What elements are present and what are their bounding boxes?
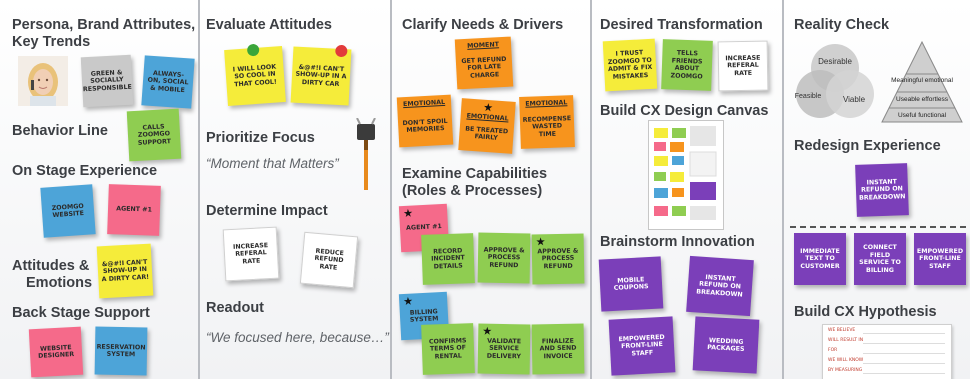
note-empowered-front-line: EMPOWERED FRONT-LINE STAFF — [914, 233, 966, 285]
column-persona: Persona, Brand Attributes, Key Trends GR… — [0, 0, 200, 379]
persona-heading: Persona, Brand Attributes, Key Trends — [12, 17, 196, 50]
attitudes-heading-line1: Attitudes & — [12, 258, 90, 274]
pyramid-label-meaningful: Meaningful emotional — [891, 77, 953, 84]
note-instant-refund: INSTANT REFUND ON BREAKDOWN — [686, 255, 754, 317]
note-cant-show-up: &@#!I CAN'T SHOW-UP IN A DIRTY CAR! — [96, 243, 154, 299]
persona-photo — [18, 56, 68, 106]
binder-clip-icon — [356, 118, 376, 190]
reality-heading: Reality Check — [794, 17, 890, 33]
star-icon: ★ — [482, 100, 494, 115]
pyramid-label-useful: Useful functional — [898, 112, 947, 119]
hypothesis-line-4: WE WILL KNOW — [828, 358, 864, 363]
brainstorm-heading: Brainstorm Innovation — [600, 234, 755, 250]
note-zoomgo-website: ZOOMGO WEBSITE — [40, 184, 96, 238]
hypothesis-form: WE BELIEVE WILL RESULT IN FOR WE WILL KN… — [822, 324, 952, 379]
note-website-designer: WEBSITE DESIGNER — [28, 326, 84, 378]
hypothesis-line-1: WE BELIEVE — [828, 328, 856, 333]
venn-label-desirable: Desirable — [818, 57, 852, 66]
attitudes-heading-line2: Emotions — [26, 275, 93, 291]
note-validate-service: ★ VALIDATE SERVICE DELIVERY — [477, 323, 531, 375]
approve-refund-2-text: APPROVE & PROCESS REFUND — [537, 247, 579, 271]
treated-fairly-text: BE TREATED FAIRLY — [465, 125, 509, 142]
note-immediate-text: IMMEDIATE TEXT TO CUSTOMER — [794, 233, 846, 285]
venn-diagram: Desirable Feasible Viable — [795, 44, 874, 118]
note-connect-field-service: CONNECT FIELD SERVICE TO BILLING — [854, 233, 906, 285]
pyramid-diagram: Meaningful emotional Useable effortless … — [881, 40, 963, 123]
note-wedding-packages: WEDDING PACKAGES — [692, 316, 760, 374]
billing-system-text: BILLING SYSTEM — [409, 307, 439, 324]
note-instant-refund-redesign: INSTANT REFUND ON BREAKDOWN — [855, 163, 909, 217]
star-icon: ★ — [402, 206, 414, 221]
hypothesis-line-2: WILL RESULT IN — [828, 338, 864, 343]
readout-quote: “We focused here, because…” — [206, 330, 389, 345]
note-confirms-terms: CONFIRMS TERMS OF RENTAL — [421, 323, 475, 375]
moment-tag: MOMENT — [467, 41, 500, 50]
note-calls-support: CALLS ZOOMGO SUPPORT — [126, 108, 182, 162]
hypothesis-line-3: FOR — [828, 348, 838, 353]
emotional-tag-2: EMOTIONAL — [466, 112, 509, 123]
star-icon: ★ — [482, 324, 493, 338]
note-recompense: EMOTIONAL RECOMPENSE WASTED TIME — [519, 95, 575, 149]
note-increase-referal: INCREASE REFERAL RATE — [222, 226, 280, 282]
validate-service-text: VALIDATE SERVICE DELIVERY — [486, 337, 522, 361]
desired-heading: Desired Transformation — [600, 17, 763, 33]
note-tells-friends: TELLS FRIENDS ABOUT ZOOMGO — [661, 39, 713, 91]
note-reservation-system: RESERVATION SYSTEM — [94, 326, 148, 376]
emotional-tag-1: EMOTIONAL — [402, 98, 446, 109]
note-record-incident: RECORD INCIDENT DETAILS — [421, 233, 475, 285]
examine-heading-line1: Examine Capabilities — [402, 166, 548, 182]
note-dont-spoil: EMOTIONAL DON'T SPOIL MEMORIES — [396, 94, 454, 148]
dashed-divider — [790, 226, 966, 228]
note-always-on: ALWAYS-ON, SOCIAL & MOBILE — [141, 55, 195, 109]
prioritize-heading: Prioritize Focus — [206, 130, 315, 146]
note-reduce-refund: REDUCE REFUND RATE — [299, 231, 359, 289]
note-dirty-car: &@#!I CAN'T SHOW-UP IN A DIRTY CAR — [290, 44, 352, 106]
note-green-socially-responsible: GREEN & SOCIALLY RESPONSIBLE — [80, 54, 134, 108]
dont-spoil-text: DON'T SPOIL MEMORIES — [402, 117, 448, 134]
column-reality: Reality Check Desirable Feasible Viable … — [784, 0, 970, 379]
impact-heading: Determine Impact — [206, 203, 328, 219]
star-icon: ★ — [535, 235, 546, 249]
note-approve-refund-2: ★ APPROVE & PROCESS REFUND — [531, 233, 585, 285]
note-look-so-cool: I WILL LOOK SO COOL IN THAT COOL! — [224, 43, 286, 106]
pyramid-label-useable: Useable effortless — [896, 96, 949, 103]
pushpin-green-icon — [246, 43, 260, 57]
note-increase-referal-rate: INCREASE REFERAL RATE — [717, 40, 769, 92]
column-transformation: Desired Transformation I TRUST ZOOMGO TO… — [592, 0, 784, 379]
note-agent-1: AGENT #1 — [107, 184, 161, 236]
on-stage-heading: On Stage Experience — [12, 163, 158, 179]
readout-heading: Readout — [206, 300, 264, 316]
note-look-so-cool-text: I WILL LOOK SO COOL IN THAT COOL! — [232, 63, 278, 89]
moment-note-text: GET REFUND FOR LATE CHARGE — [461, 55, 507, 80]
behavior-line-heading: Behavior Line — [12, 123, 108, 139]
examine-heading-line2: (Roles & Processes) — [402, 183, 543, 199]
redesign-heading: Redesign Experience — [794, 138, 941, 154]
venn-label-feasible: Feasible — [795, 93, 822, 100]
canvas-heading: Build CX Design Canvas — [600, 103, 769, 119]
venn-label-viable: Viable — [843, 95, 866, 104]
recompense-text: RECOMPENSE WASTED TIME — [522, 114, 572, 139]
note-finalize-invoice: FINALIZE AND SEND INVOICE — [531, 323, 585, 375]
clarify-heading: Clarify Needs & Drivers — [402, 17, 564, 33]
note-approve-refund-1: APPROVE & PROCESS REFUND — [477, 232, 531, 284]
evaluate-heading: Evaluate Attitudes — [206, 17, 332, 33]
hypothesis-heading: Build CX Hypothesis — [794, 304, 937, 320]
canvas-thumbnail — [648, 120, 724, 230]
pushpin-red-icon — [335, 44, 348, 58]
hypothesis-line-5: BY MEASURING — [828, 368, 863, 373]
note-treated-fairly: ★ EMOTIONAL BE TREATED FAIRLY — [458, 98, 516, 154]
emotional-tag-3: EMOTIONAL — [525, 99, 568, 108]
back-stage-heading: Back Stage Support — [12, 305, 150, 321]
column-clarify: Clarify Needs & Drivers MOMENT GET REFUN… — [392, 0, 592, 379]
note-trust-zoomgo: I TRUST ZOOMGO TO ADMIT & FIX MISTAKES — [602, 38, 658, 92]
note-mobile-coupons: MOBILE COUPONS — [598, 256, 664, 312]
note-empowered-staff: EMPOWERED FRONT-LINE STAFF — [608, 316, 676, 376]
prioritize-quote: “Moment that Matters” — [206, 156, 339, 171]
note-moment-late-charge: MOMENT GET REFUND FOR LATE CHARGE — [454, 36, 514, 90]
star-icon: ★ — [402, 294, 414, 309]
note-dirty-car-text: &@#!I CAN'T SHOW-UP IN A DIRTY CAR — [295, 63, 347, 88]
agent-role-text: AGENT #1 — [405, 223, 443, 233]
column-evaluate: Evaluate Attitudes I WILL LOOK SO COOL I… — [200, 0, 392, 379]
